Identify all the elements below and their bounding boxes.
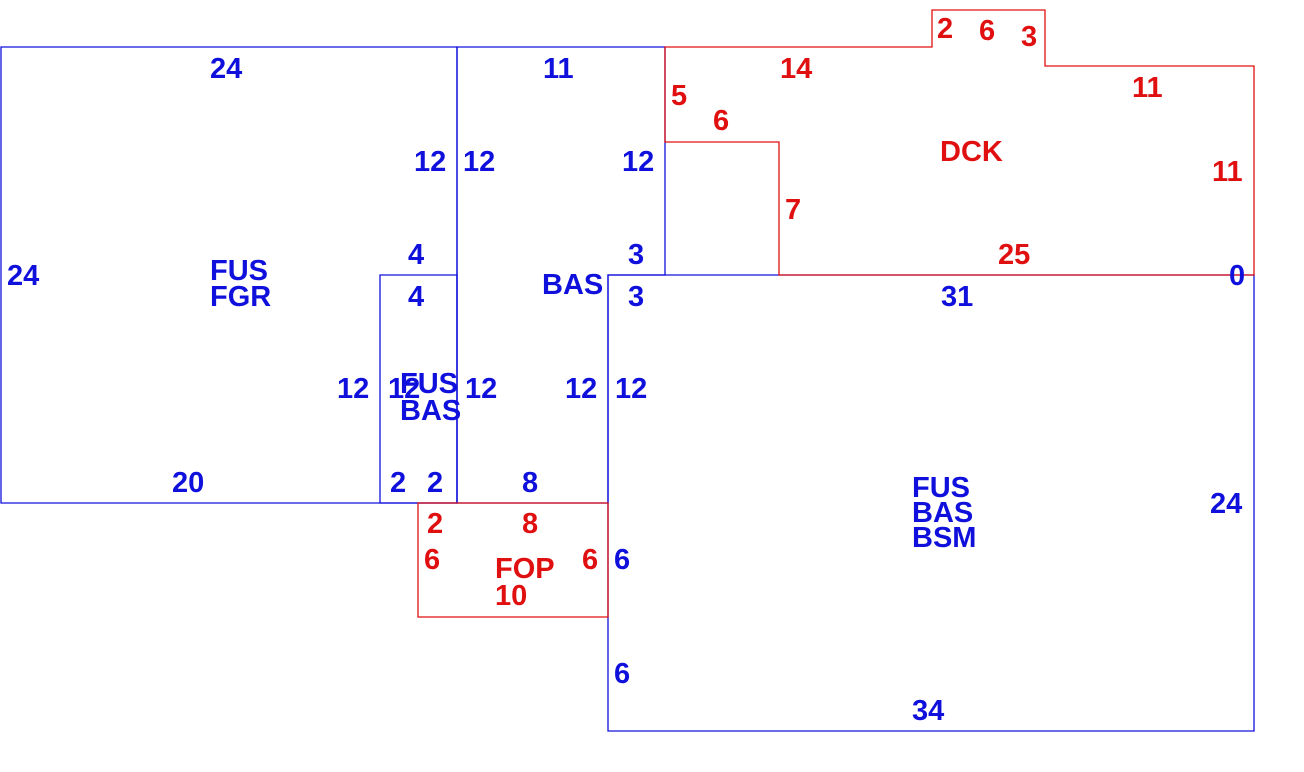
dim-deck-bump-left: 2 xyxy=(937,13,953,45)
exterior-outlines xyxy=(417,9,1255,618)
garage-dimensions: 24 24 20 12 4 12 xyxy=(7,53,446,499)
dim-porch-left: 6 xyxy=(424,544,440,576)
area-label-bas-small: BAS xyxy=(400,395,461,427)
dim-porch-right: 6 xyxy=(582,544,598,576)
dim-deck-right: 11 xyxy=(1212,156,1243,188)
dim-main-left-upper: 12 xyxy=(615,373,647,405)
deck-dimensions: 14 5 6 7 2 6 3 11 11 25 xyxy=(671,13,1243,271)
area-label-bsm: BSM xyxy=(912,522,976,554)
area-label-fgr: FGR xyxy=(210,281,271,313)
dim-main-bottom: 34 xyxy=(912,695,944,727)
area-label-fus-garage: FUS xyxy=(210,255,268,287)
dim-bas-lower-right: 12 xyxy=(565,373,597,405)
dim-bas-left: 12 xyxy=(463,146,495,178)
dim-bas-step-right: 3 xyxy=(628,281,644,313)
area-label-fop: FOP xyxy=(495,553,555,585)
dim-deck-inner-top: 6 xyxy=(713,105,729,137)
area-label-fus-main: FUS xyxy=(912,472,970,504)
deck-outline xyxy=(664,9,1255,276)
dim-deck-bump-top: 6 xyxy=(979,15,995,47)
porch-dimensions: 2 8 6 6 10 xyxy=(424,508,598,612)
dim-main-left-mid: 6 xyxy=(614,544,630,576)
dim-small-left: 12 xyxy=(388,373,420,405)
dim-deck-top: 14 xyxy=(780,53,812,85)
main-house-dimensions: 31 12 6 6 24 34 0 xyxy=(614,260,1245,727)
dim-garage-top: 24 xyxy=(210,53,242,85)
area-labels: FUS FGR BAS FUS BAS FUS BAS BSM DCK FOP xyxy=(210,136,1003,585)
dim-small-bottom: 2 xyxy=(390,467,406,499)
dim-main-right: 24 xyxy=(1210,488,1242,520)
dim-bas-bottom-notch: 2 xyxy=(427,467,443,499)
dim-bas-top: 11 xyxy=(543,53,574,85)
dim-deck-inner-right: 7 xyxy=(785,194,801,226)
dim-deck-upper-right: 11 xyxy=(1132,72,1163,104)
dim-deck-left: 5 xyxy=(671,80,687,112)
dim-garage-notch-left: 12 xyxy=(337,373,369,405)
dim-deck-bump-right: 3 xyxy=(1021,21,1037,53)
small-addition-dimensions: 12 2 xyxy=(388,373,420,499)
porch-outline xyxy=(417,502,609,618)
area-label-fus-small: FUS xyxy=(400,368,458,400)
dim-porch-bottom: 10 xyxy=(495,580,527,612)
dim-main-top: 31 xyxy=(941,281,973,313)
dim-bas-lower-left: 12 xyxy=(465,373,497,405)
dim-garage-notch-top: 4 xyxy=(408,239,424,271)
area-label-dck: DCK xyxy=(940,136,1003,168)
bas-dimensions: 11 12 12 3 3 4 12 12 8 2 xyxy=(408,53,654,499)
dim-bas-bottom: 8 xyxy=(522,467,538,499)
dim-bas-notch-top: 4 xyxy=(408,281,424,313)
dim-bas-right: 12 xyxy=(622,146,654,178)
dim-garage-left: 24 xyxy=(7,260,39,292)
dim-main-left-lower: 6 xyxy=(614,658,630,690)
dim-bas-step-top: 3 xyxy=(628,239,644,271)
dim-garage-bottom: 20 xyxy=(172,467,204,499)
dim-porch-top-left: 2 xyxy=(427,508,443,540)
area-label-bas-main: BAS xyxy=(912,497,973,529)
dim-garage-right: 12 xyxy=(414,146,446,178)
dim-deck-bottom: 25 xyxy=(998,239,1030,271)
dim-main-zero: 0 xyxy=(1229,260,1245,292)
dim-porch-top: 8 xyxy=(522,508,538,540)
area-label-bas: BAS xyxy=(542,269,603,301)
